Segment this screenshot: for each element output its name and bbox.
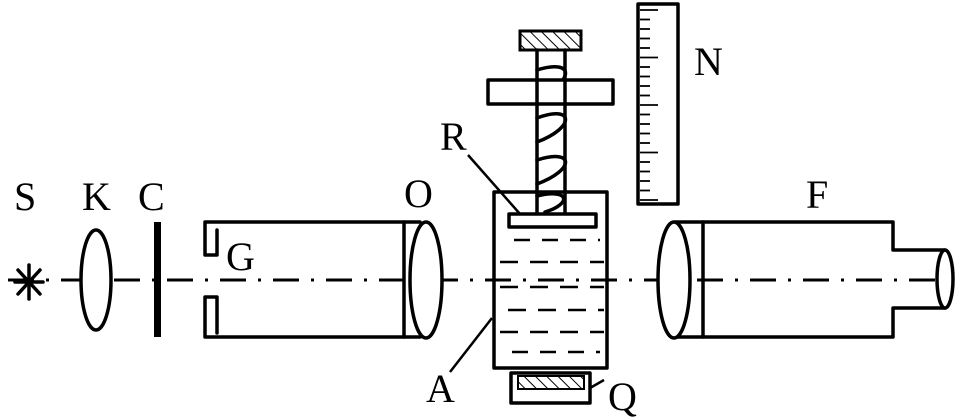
label-o: O (404, 171, 433, 216)
lens-o (408, 220, 444, 340)
label-a: A (426, 366, 455, 411)
label-n: N (694, 39, 723, 84)
collimator-tube (203, 220, 444, 340)
vessel-a (492, 190, 609, 370)
label-c: C (138, 174, 165, 219)
objective-lens (656, 220, 692, 340)
slit-c (154, 222, 161, 337)
plunger-r (486, 29, 615, 229)
telescope-f (656, 220, 955, 340)
label-s: S (14, 174, 36, 219)
label-g: G (226, 234, 255, 279)
liquid-lines (500, 238, 604, 354)
label-r: R (440, 114, 467, 159)
lens-k (79, 228, 113, 332)
base-q (509, 371, 592, 405)
label-f: F (806, 172, 828, 217)
asterisk-icon (13, 263, 45, 301)
label-q: Q (608, 374, 637, 418)
label-k: K (82, 174, 111, 219)
eyepiece (935, 248, 955, 310)
leader-lines (449, 154, 605, 390)
scale-n (636, 2, 680, 206)
